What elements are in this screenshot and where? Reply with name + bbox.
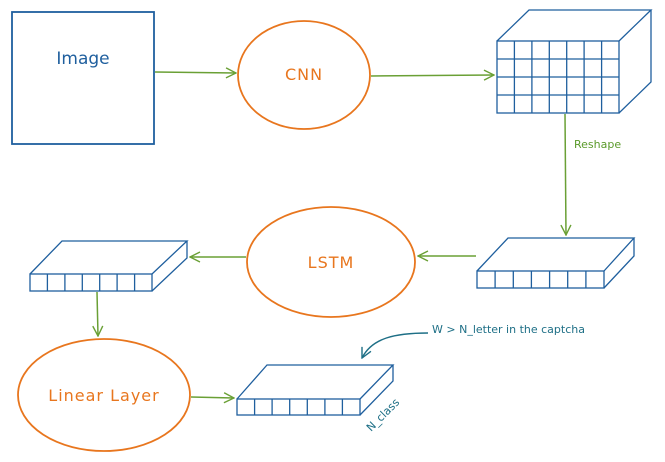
reshaped-sequence-block [476, 237, 636, 289]
lstm-output-block [29, 240, 189, 292]
lstm-node-label: LSTM [308, 253, 355, 272]
n-class-label: N_class [364, 396, 402, 434]
output-block [236, 364, 395, 416]
annotation-label: W > N_letter in the captcha [432, 323, 585, 336]
reshape-label: Reshape [574, 138, 621, 151]
arrow-cube-reshape [565, 113, 566, 235]
image-node: Image [11, 11, 155, 145]
lstm-node: LSTM [246, 206, 416, 318]
cnn-node-label: CNN [285, 65, 323, 84]
image-node-label: Image [56, 49, 109, 69]
arrow-cnn-to-cube [370, 75, 494, 76]
feature-map-cube [496, 9, 653, 114]
cnn-node: CNN [237, 20, 371, 130]
linear-layer-node-label: Linear Layer [48, 386, 159, 405]
linear-layer-node: Linear Layer [17, 338, 191, 452]
arrow-linear-to-output [190, 397, 234, 398]
arrow-block-to-linear [97, 291, 98, 336]
arrow-image-to-cnn [154, 72, 236, 73]
feature-map-grid [497, 41, 619, 113]
annotation-arrow [362, 332, 429, 358]
